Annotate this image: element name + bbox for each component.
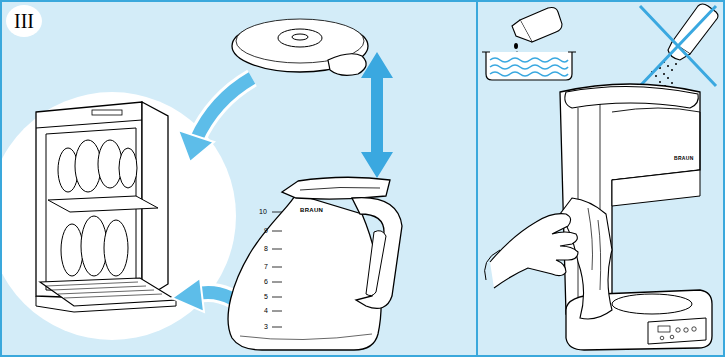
- lid-center: [278, 29, 322, 47]
- step-number: III: [14, 11, 34, 31]
- cloth-folds: [588, 208, 601, 290]
- scale-number: 5: [264, 293, 268, 300]
- water-waves: [490, 58, 568, 76]
- panel-divider: [476, 1, 478, 356]
- scale-number: 4: [264, 307, 268, 314]
- cup: [119, 148, 137, 188]
- filter-housing: [612, 108, 700, 180]
- control-strip: [36, 120, 142, 128]
- button: [692, 327, 696, 331]
- cup: [98, 140, 122, 188]
- scale-ticks: [272, 212, 282, 327]
- double-arrow: [361, 52, 393, 178]
- cross-mark: [640, 6, 716, 86]
- cup: [75, 140, 101, 192]
- lid-hole: [292, 34, 308, 40]
- powder-grains: [651, 61, 677, 87]
- basin-rim: [482, 51, 576, 52]
- hand-with-cloth: [485, 198, 612, 319]
- liquid-detergent: [482, 8, 576, 81]
- button: [684, 328, 688, 332]
- bottle-nozzle: [512, 20, 532, 42]
- carafe: [228, 177, 402, 350]
- button: [676, 328, 680, 332]
- machine-lid: [565, 86, 698, 108]
- powder-crossed-out: [640, 4, 718, 87]
- plate: [104, 220, 128, 276]
- drawer-front: [36, 296, 176, 312]
- carafe-lid: [232, 19, 368, 75]
- brand-logo: BRAUN: [300, 207, 323, 213]
- basin: [486, 52, 572, 80]
- arrow-head: [172, 278, 204, 312]
- arrow-to-dishwasher: [178, 78, 252, 162]
- warming-plate: [612, 294, 692, 314]
- handle-grip: [366, 231, 386, 296]
- carafe-handle: [352, 198, 402, 309]
- scale-number: 3: [264, 323, 268, 330]
- scale-number: 6: [264, 278, 268, 285]
- control-panel: [92, 110, 122, 115]
- button: [670, 335, 674, 339]
- hand: [490, 214, 578, 288]
- button: [660, 336, 664, 340]
- drop: [514, 43, 518, 49]
- scale-number: 10: [259, 208, 267, 215]
- display: [658, 326, 670, 332]
- carafe-opening: [300, 187, 380, 190]
- cuff: [485, 250, 500, 280]
- brand-logo: BRAUN: [674, 156, 694, 161]
- carafe-rim: [282, 177, 390, 199]
- scale-number: 9: [264, 227, 268, 234]
- plate: [81, 216, 107, 276]
- arrow-outline: [196, 78, 252, 140]
- arrow-head: [178, 130, 214, 162]
- scale-number: 8: [264, 245, 268, 252]
- control-panel: [648, 318, 706, 344]
- lower-drawer: [40, 278, 176, 306]
- arrow-shaft: [196, 78, 252, 140]
- plate: [61, 224, 83, 276]
- carafe-base-line: [240, 334, 372, 340]
- drawer-wires: [46, 282, 162, 298]
- machine-body: [560, 84, 700, 314]
- upper-rack: [48, 196, 158, 212]
- lid-tab: [328, 54, 366, 76]
- coffee-maker: [560, 84, 712, 350]
- step-badge: III: [6, 5, 42, 37]
- scale-number: 7: [264, 263, 268, 270]
- filter-bottom: [612, 170, 700, 206]
- carafe-body: [228, 194, 381, 350]
